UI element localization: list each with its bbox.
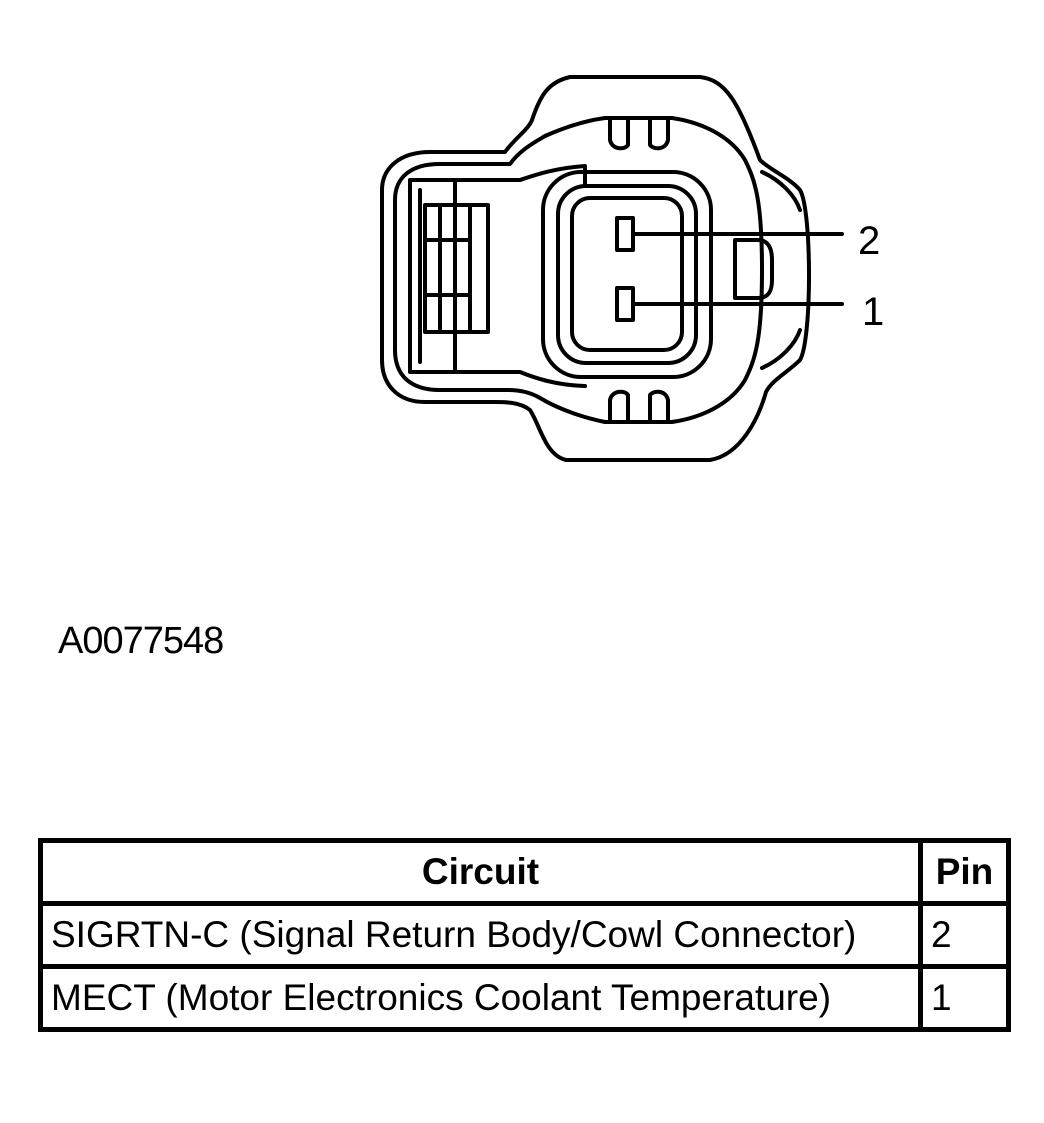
connector-housing-inner-outline (393, 116, 764, 424)
circuit-cell: MECT (Motor Electronics Coolant Temperat… (38, 964, 923, 1032)
figure-id: A0077548 (58, 620, 224, 662)
right-latch-outline (760, 170, 802, 370)
socket-outer (541, 170, 713, 379)
circuit-cell: SIGRTN-C (Signal Return Body/Cowl Connec… (38, 901, 923, 969)
pin-cell: 1 (918, 964, 1011, 1032)
table-row: SIGRTN-C (Signal Return Body/Cowl Connec… (38, 901, 1011, 969)
socket-middle (556, 184, 698, 365)
connector-diagram: 2 1 (380, 75, 884, 462)
table-header-row: Circuit Pin (38, 838, 1011, 906)
bottom-key-tab (608, 389, 670, 424)
circuit-column-header: Circuit (38, 838, 923, 906)
pin-2-label: 2 (858, 219, 880, 263)
latch-connector-bridge (453, 164, 587, 388)
pin-table: Circuit Pin SIGRTN-C (Signal Return Body… (38, 838, 1011, 1032)
top-key-tab (608, 116, 670, 151)
pin-cell: 2 (918, 901, 1011, 969)
pin-1-label: 1 (862, 290, 884, 334)
pin-column-header: Pin (918, 838, 1011, 906)
pin-1-terminal (615, 286, 635, 322)
pin-2-terminal (615, 216, 635, 252)
connector-housing-outline (380, 75, 811, 462)
table-row: MECT (Motor Electronics Coolant Temperat… (38, 964, 1011, 1032)
latch-outline (408, 178, 457, 374)
socket-inner (570, 196, 684, 352)
latch-tab (423, 203, 490, 334)
side-keying-notch (733, 238, 774, 300)
